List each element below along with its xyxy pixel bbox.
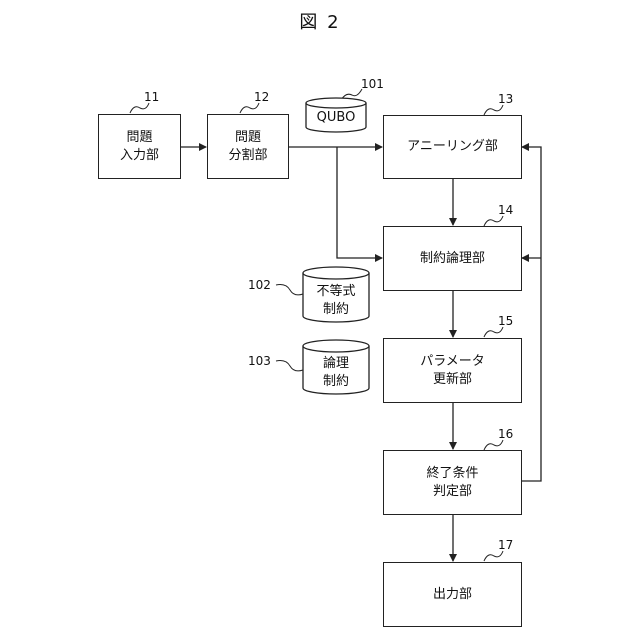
datastore-label-line: QUBO [306,109,366,127]
problem-division-block: 問題 分割部 [207,114,289,179]
ref-number-12: 12 [254,90,269,104]
block-label-line: パラメータ [420,353,485,371]
block-label-line: 問題 [235,129,261,147]
block-label-line: アニーリング部 [407,138,498,156]
datastore-qubo-label: QUBO [306,109,366,127]
ref-number-17: 17 [498,538,513,552]
arrow-12-to-14 [337,147,382,258]
problem-input-block: 問題 入力部 [98,114,181,179]
leader-17 [484,551,503,561]
block-label-line: 制約論理部 [420,250,485,268]
datastore-label-line: 制約 [303,373,369,391]
datastore-label-line: 論理 [303,355,369,373]
ref-number-103: 103 [248,354,271,368]
block-label-line: 終了条件 [426,465,478,483]
feedback-16-to-13 [521,147,541,481]
datastore-label-line: 制約 [303,301,369,319]
datastore-label-line: 不等式 [303,283,369,301]
block-label-line: 入力部 [120,147,159,165]
ref-number-14: 14 [498,203,513,217]
leader-16 [484,440,503,450]
ref-number-102: 102 [248,278,271,292]
block-label-line: 更新部 [433,371,472,389]
constraint-logic-block: 制約論理部 [383,226,522,291]
datastore-logic-label: 論理 制約 [303,355,369,391]
ref-number-13: 13 [498,92,513,106]
ref-number-16: 16 [498,427,513,441]
output-block: 出力部 [383,562,522,627]
leader-103 [276,361,303,371]
termination-judgment-block: 終了条件 判定部 [383,450,522,515]
leader-15 [484,327,503,337]
ref-number-101: 101 [361,77,384,91]
block-label-line: 出力部 [433,586,472,604]
annealing-block: アニーリング部 [383,115,522,179]
leader-11 [130,103,149,113]
block-label-line: 分割部 [228,147,267,165]
block-label-line: 判定部 [433,483,472,501]
leader-12 [240,103,259,113]
ref-number-15: 15 [498,314,513,328]
leader-13 [484,105,503,115]
leader-102 [276,285,303,295]
figure-title: 図 2 [0,8,640,34]
datastore-inequality-label: 不等式 制約 [303,283,369,319]
leader-14 [484,216,503,226]
ref-number-11: 11 [144,90,159,104]
parameter-update-block: パラメータ 更新部 [383,338,522,403]
block-label-line: 問題 [126,129,152,147]
